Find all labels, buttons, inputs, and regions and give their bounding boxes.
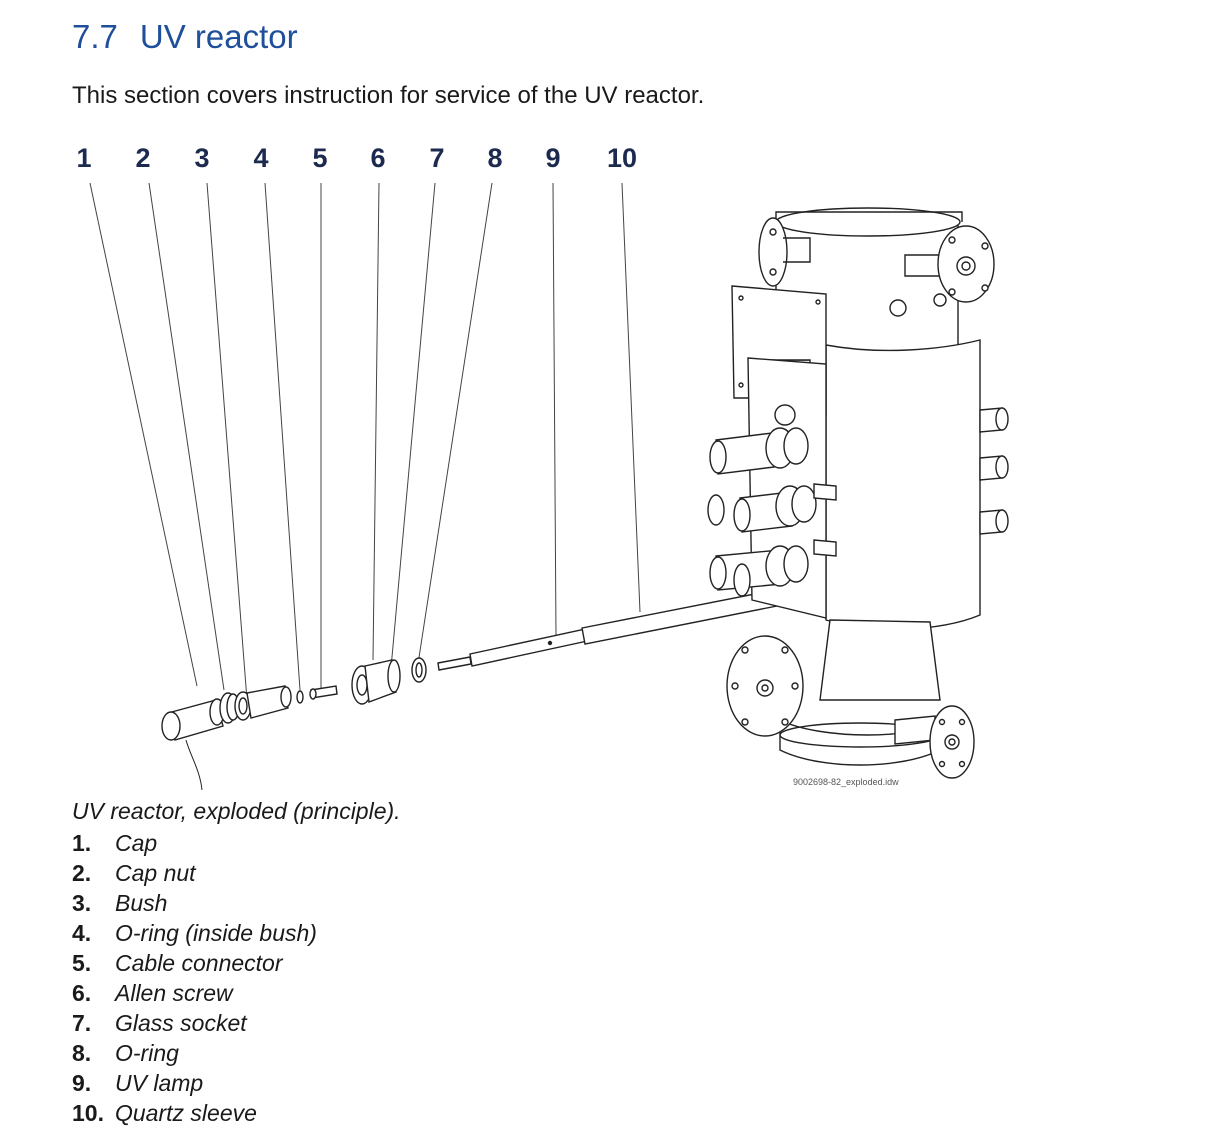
legend-number: 9. [72,1070,92,1096]
drawing-file-label: 9002698-82_exploded.idw [793,777,899,787]
legend-number: 4. [72,920,92,946]
lamp-ports [707,427,837,597]
exploded-parts [161,589,778,791]
callout-3: 3 [194,143,209,173]
callout-1: 1 [76,143,91,173]
quartz-sleeve-part [581,589,778,645]
legend-text: Allen screw [115,980,233,1006]
legend-item: 3. Bush [72,888,317,918]
legend-number: 2. [72,860,92,886]
legend-item: 10. Quartz sleeve [72,1098,317,1128]
cap-part [161,698,225,791]
legend-number: 6. [72,980,92,1006]
legend-number: 1. [72,830,92,856]
legend-item: 4. O-ring (inside bush) [72,918,317,948]
callout-9: 9 [545,143,560,173]
callout-6: 6 [370,143,385,173]
cable-connector-part [309,685,338,700]
legend-item: 5. Cable connector [72,948,317,978]
legend-item: 2. Cap nut [72,858,317,888]
legend-item: 6. Allen screw [72,978,317,1008]
legend-text: UV lamp [115,1070,204,1096]
section-title: UV reactor [139,18,298,55]
legend-text: O-ring (inside bush) [115,920,317,946]
legend-text: Cable connector [115,950,283,976]
legend-number: 10. [72,1100,104,1126]
legend-text: Glass socket [115,1010,247,1036]
intro-text: This section covers instruction for serv… [72,82,705,109]
legend-text: Cap nut [115,860,196,886]
legend-number: 8. [72,1040,92,1066]
bush-part [234,685,292,721]
legend-item: 9. UV lamp [72,1068,317,1098]
callout-7: 7 [429,143,444,173]
legend-number: 5. [72,950,92,976]
reactor-body [707,207,1009,779]
figure-caption: UV reactor, exploded (principle). [72,798,401,824]
callout-2: 2 [135,143,150,173]
callout-10: 10 [607,143,637,173]
uv-lamp-part [437,627,593,671]
legend-text: Cap [115,830,158,856]
callout-4: 4 [253,143,268,173]
callout-numbers: 1 2 3 4 5 6 7 8 9 10 [76,143,637,173]
glass-socket-part [351,659,401,705]
legend-text: Bush [115,890,168,916]
legend-number: 7. [72,1010,92,1036]
legend-number: 3. [72,890,92,916]
section-number: 7.7 [72,18,118,55]
legend-item: 7. Glass socket [72,1008,317,1038]
callout-8: 8 [487,143,502,173]
legend-item: 1. Cap [72,828,317,858]
section-heading: 7.7 UV reactor [72,18,298,56]
callout-5: 5 [312,143,327,173]
exploded-diagram: 1 2 3 4 5 6 7 8 9 10 [76,143,1009,791]
leader-lines [89,182,641,701]
o-ring-small-part [296,690,304,704]
legend-item: 8. O-ring [72,1038,317,1068]
legend-text: Quartz sleeve [115,1100,257,1126]
legend-text: O-ring [115,1040,179,1066]
parts-legend: 1. Cap 2. Cap nut 3. Bush 4. O-ring (inside … [72,828,317,1128]
